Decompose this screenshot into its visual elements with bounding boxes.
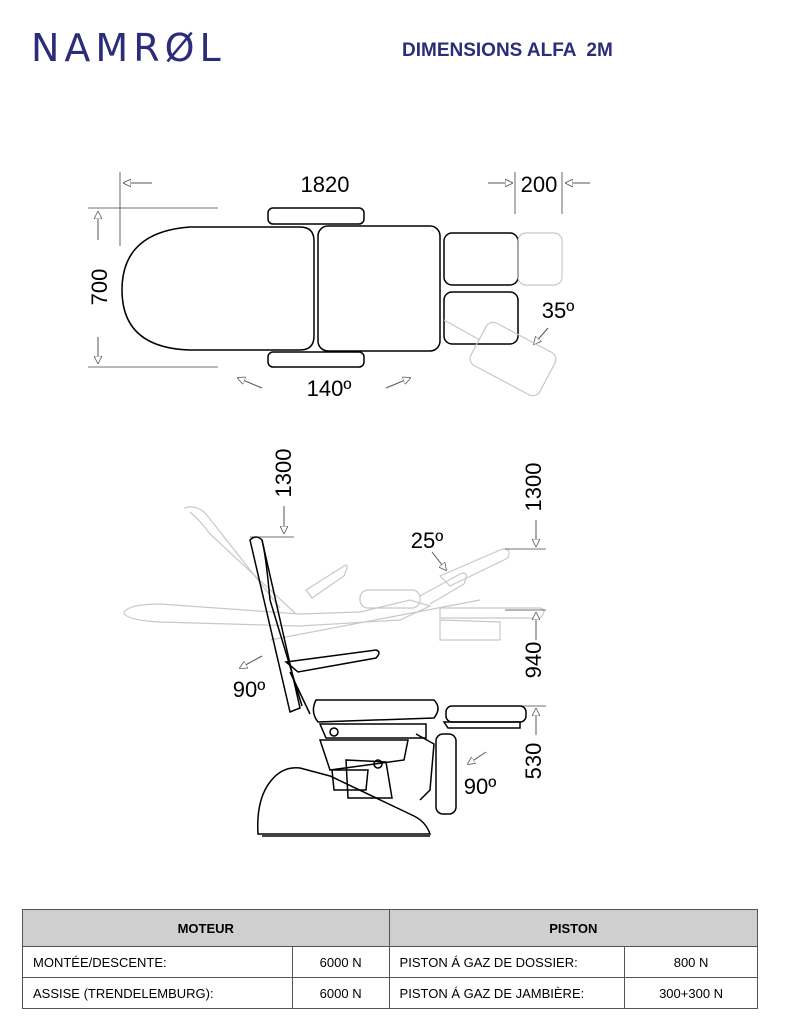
max-height-label: 1300 xyxy=(521,463,546,512)
backrest-angle-label: 90º xyxy=(233,677,266,702)
top-view xyxy=(88,172,590,397)
length-label: 1820 xyxy=(301,172,350,197)
table-header-row: MOTEUR PISTON xyxy=(22,909,759,947)
width-label: 700 xyxy=(87,269,112,306)
row-value: 800 N xyxy=(624,946,758,978)
table-row: MONTÉE/DESCENTE: 6000 N PISTON Á GAZ DE … xyxy=(22,946,758,978)
row-label: PISTON Á GAZ DE DOSSIER: xyxy=(388,946,626,978)
table-row: ASSISE (TRENDELEMBURG): 6000 N PISTON Á … xyxy=(22,977,758,1009)
row-label: ASSISE (TRENDELEMBURG): xyxy=(22,977,293,1009)
header-moteur: MOTEUR xyxy=(22,909,390,947)
leg-tilt-label: 25º xyxy=(411,528,444,553)
specs-table: MOTEUR PISTON MONTÉE/DESCENTE: 6000 N PI… xyxy=(22,909,759,1009)
header-piston: PISTON xyxy=(388,909,759,947)
side-view xyxy=(123,506,546,837)
seat-min-height-label: 530 xyxy=(521,743,546,780)
legrest-angle-label: 90º xyxy=(464,774,497,799)
row-value: 6000 N xyxy=(291,946,390,978)
document-title: DIMENSIONS ALFA 2M xyxy=(402,40,613,61)
brand-logo: NAMRØL xyxy=(31,26,226,70)
seat-max-height-label: 940 xyxy=(521,642,546,679)
leg-extension-label: 200 xyxy=(521,172,558,197)
arm-rotation-label: 140º xyxy=(307,376,352,401)
row-label: PISTON Á GAZ DE JAMBIÈRE: xyxy=(388,977,626,1009)
backrest-height-label: 1300 xyxy=(271,449,296,498)
row-value: 300+300 N xyxy=(624,977,758,1009)
technical-drawing: 1820 700 200 35º 140º 1300 1300 940 530 … xyxy=(87,172,590,837)
row-value: 6000 N xyxy=(291,977,390,1009)
row-label: MONTÉE/DESCENTE: xyxy=(22,946,293,978)
leg-angle-label: 35º xyxy=(542,298,575,323)
